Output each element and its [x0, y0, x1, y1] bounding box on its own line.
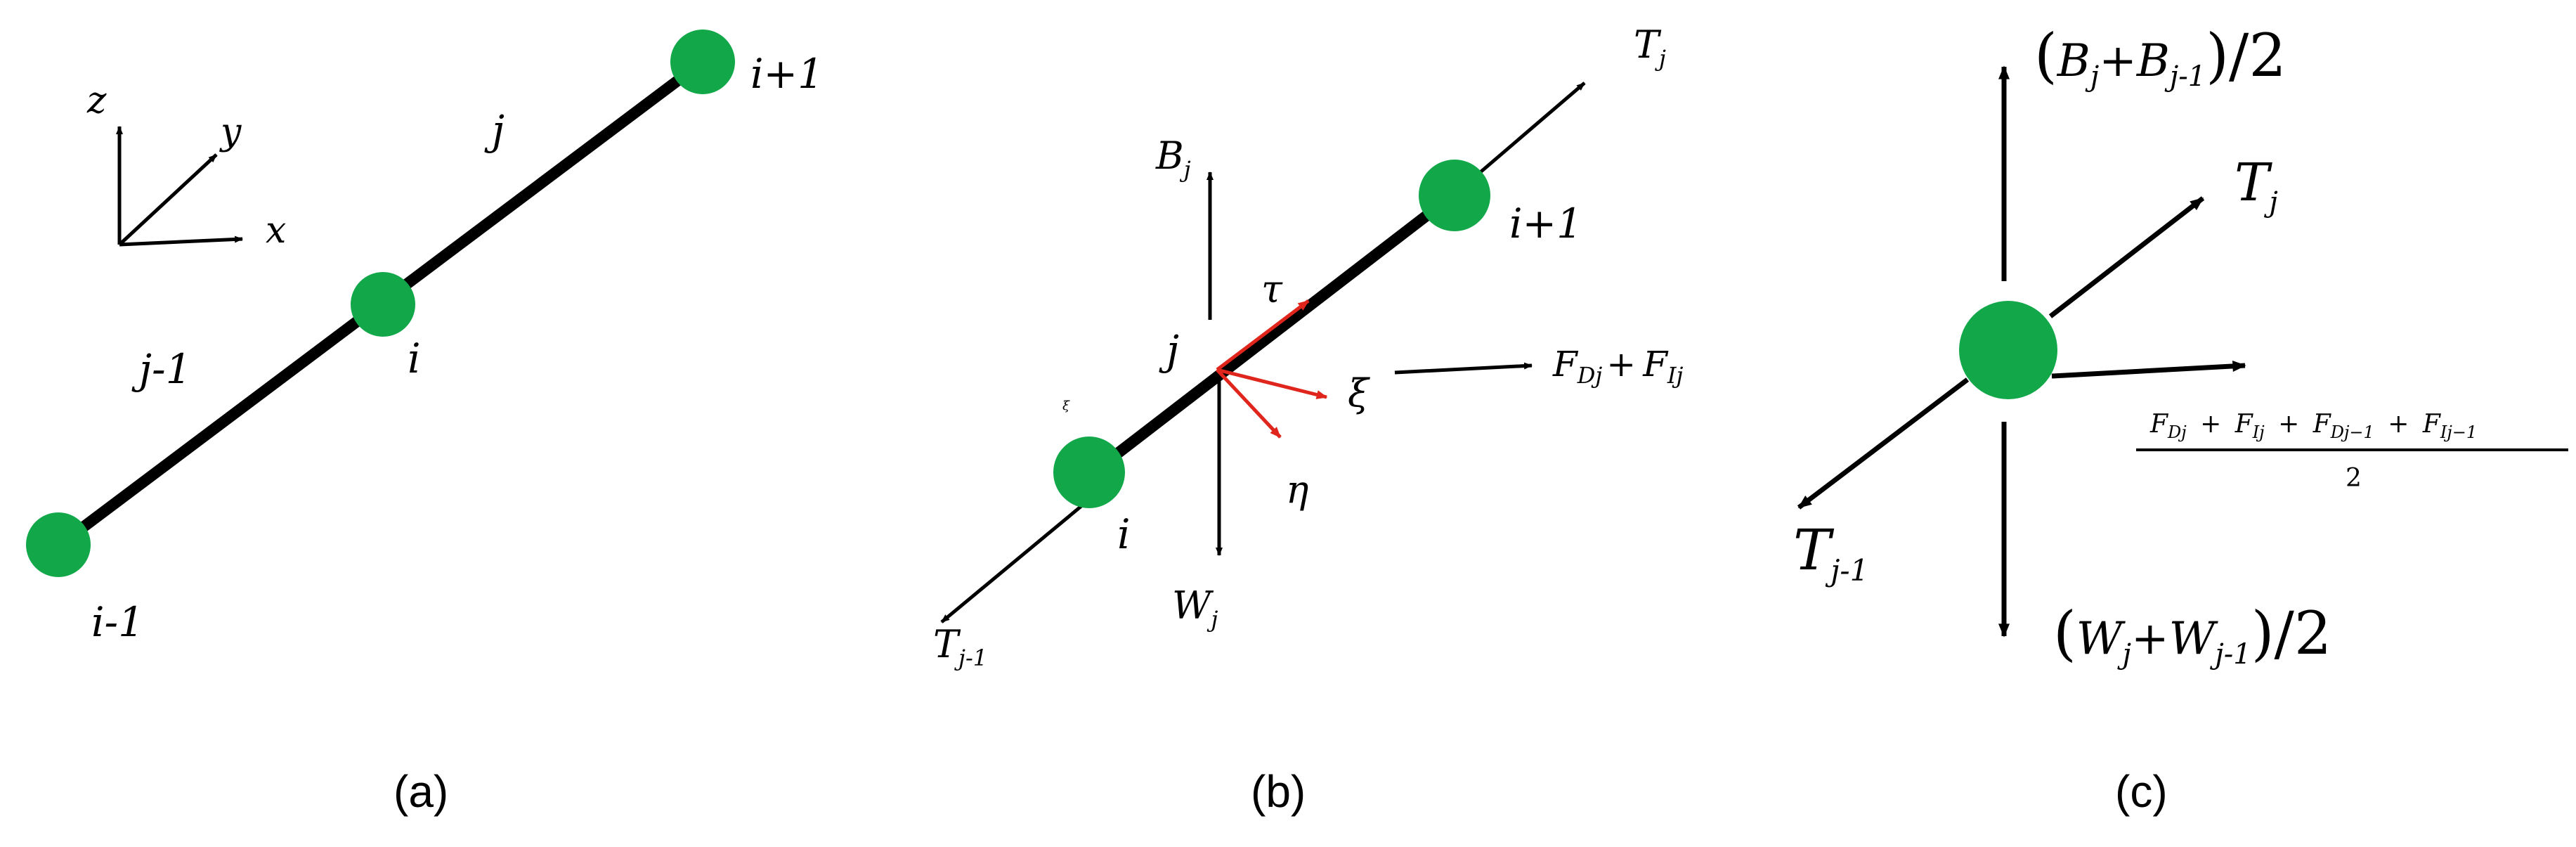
label-Tj: Tj — [2235, 153, 2278, 219]
y-axis — [118, 153, 218, 246]
tension-arrow-Tj-1 — [1797, 377, 1970, 510]
tension-arrow-Tj-1 — [940, 501, 1087, 623]
line-element-rod — [1080, 191, 1457, 484]
label-buoyancy-average: (Bj+Bj-1)/2 — [2034, 21, 2286, 93]
force-arrow-FD-FI — [1394, 362, 1533, 375]
label-eta: η — [1286, 467, 1308, 512]
label-Bj: Bj — [1155, 134, 1191, 183]
tension-arrow-Tj — [2048, 196, 2205, 318]
force-arrow-sum — [2051, 360, 2246, 379]
x-axis — [119, 235, 243, 247]
z-axis-label: z — [86, 79, 107, 122]
label-node-i: i — [1117, 510, 1131, 558]
node-center — [1959, 301, 2057, 399]
element-label-j: j — [484, 106, 505, 154]
element-label-j-minus-1: j-1 — [131, 345, 191, 393]
node-i-minus-1 — [26, 512, 91, 577]
panel-c: (Bj+Bj-1)/2 Tj Tj-1 (Wj+Wj-1)/2 FDj + FI… — [1793, 21, 2568, 817]
label-tau: τ — [1261, 267, 1283, 311]
label-weight-average: (Wj+Wj-1)/2 — [2053, 599, 2331, 671]
eta-vector — [1216, 368, 1282, 439]
node-i — [351, 272, 415, 337]
node-i — [1053, 437, 1125, 508]
caption-a: (a) — [393, 766, 448, 817]
y-axis-label: y — [219, 111, 242, 153]
label-Tj-1: Tj-1 — [1793, 517, 1868, 588]
panel-b: Tj Bj Wj Tj-1 τ ξ η j i i+1 ξ FDj+FIj (b… — [933, 22, 1684, 817]
label-small-xi: ξ — [1062, 399, 1070, 413]
caption-c: (c) — [2115, 766, 2168, 817]
label-element-j: j — [1159, 326, 1179, 374]
node-label-i: i — [408, 335, 421, 382]
coordinate-axes: z y x — [86, 79, 286, 252]
xi-vector — [1216, 368, 1328, 399]
node-label-i-plus-1: i+1 — [750, 50, 824, 98]
label-Wj: Wj — [1172, 583, 1218, 633]
tau-vector — [1216, 299, 1310, 371]
panel-a: z y x j j-1 i i-1 i+1 (a) — [26, 30, 824, 817]
local-frame — [1216, 299, 1328, 439]
node-label-i-minus-1: i-1 — [91, 598, 144, 646]
label-Tj: Tj — [1634, 22, 1666, 72]
fraction-numerator: FDj + FIj + FDj−1 + FIj−1 — [2149, 410, 2477, 444]
force-sum-fraction: FDj + FIj + FDj−1 + FIj−1 2 — [2136, 410, 2568, 493]
node-i-plus-1 — [1419, 160, 1490, 231]
caption-b: (b) — [1251, 766, 1306, 817]
label-node-i-plus-1: i+1 — [1509, 200, 1582, 247]
x-axis-label: x — [266, 209, 286, 252]
label-FD-plus-FI: FDj+FIj — [1552, 344, 1684, 389]
node-i-plus-1 — [670, 30, 735, 94]
label-Tj-1: Tj-1 — [933, 622, 987, 671]
fraction-denominator-value: 2 — [2346, 464, 2362, 493]
label-xi: ξ — [1348, 371, 1370, 415]
